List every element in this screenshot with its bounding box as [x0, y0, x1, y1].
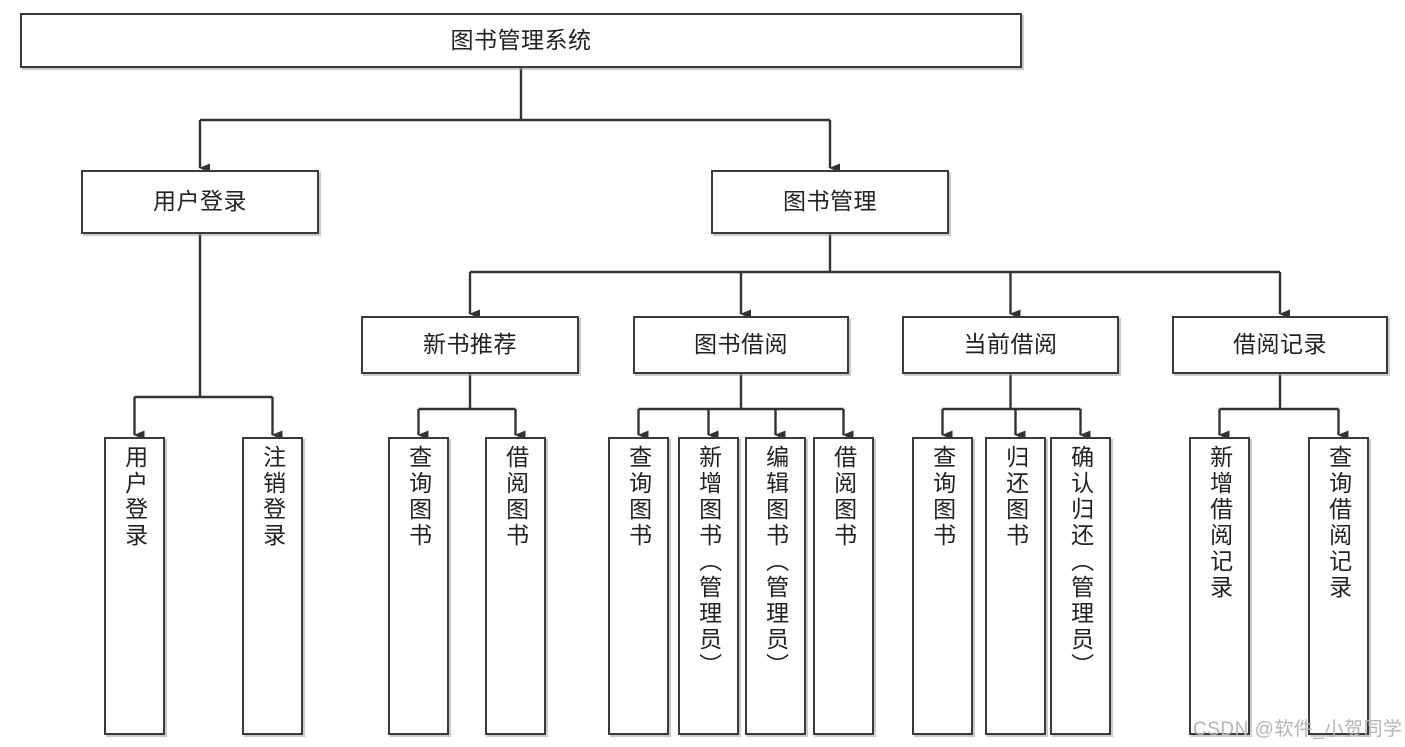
node-user-login-label: 用户登录 — [153, 188, 247, 215]
node-leaf-logout-label: 注销登录 — [259, 445, 286, 549]
node-borrow-record[interactable]: 借阅记录 — [1172, 316, 1388, 374]
node-leaf-borrow-book-2-label: 借阅图书 — [830, 445, 857, 549]
node-leaf-user-login-label: 用户登录 — [121, 445, 148, 549]
node-leaf-query-book-3-label: 查询图书 — [929, 445, 956, 549]
node-book-manage[interactable]: 图书管理 — [711, 170, 949, 234]
watermark: CSDN @软件_小贺同学 — [1193, 719, 1403, 740]
node-leaf-query-book-3[interactable]: 查询图书 — [912, 437, 973, 735]
node-leaf-query-book-1[interactable]: 查询图书 — [388, 437, 449, 735]
node-leaf-logout[interactable]: 注销登录 — [242, 437, 303, 735]
node-new-book-rec-label: 新书推荐 — [423, 331, 517, 358]
node-current-borrow-label: 当前借阅 — [963, 331, 1058, 358]
node-leaf-return-book[interactable]: 归还图书 — [985, 437, 1046, 735]
node-book-borrow-label: 图书借阅 — [694, 331, 788, 358]
node-leaf-user-login[interactable]: 用户登录 — [104, 437, 165, 735]
node-root[interactable]: 图书管理系统 — [20, 13, 1022, 68]
node-leaf-borrow-book-1[interactable]: 借阅图书 — [485, 437, 546, 735]
node-leaf-query-record-label: 查询借阅记录 — [1325, 445, 1352, 601]
node-leaf-edit-book[interactable]: 编辑图书（管理员） — [745, 437, 806, 735]
node-root-label: 图书管理系统 — [450, 26, 592, 53]
node-leaf-return-book-label: 归还图书 — [1002, 445, 1029, 549]
node-leaf-add-record[interactable]: 新增借阅记录 — [1189, 437, 1250, 735]
node-leaf-borrow-book-2[interactable]: 借阅图书 — [813, 437, 874, 735]
node-leaf-borrow-book-1-label: 借阅图书 — [502, 445, 529, 549]
node-leaf-query-book-2[interactable]: 查询图书 — [608, 437, 669, 735]
node-leaf-confirm-return-label: 确认归还（管理员） — [1067, 445, 1094, 679]
node-leaf-query-book-2-label: 查询图书 — [625, 445, 652, 549]
node-leaf-add-record-label: 新增借阅记录 — [1206, 445, 1233, 601]
node-leaf-query-book-1-label: 查询图书 — [405, 445, 432, 549]
node-borrow-record-label: 借阅记录 — [1233, 331, 1327, 358]
node-leaf-add-book-label: 新增图书（管理员） — [695, 445, 722, 679]
node-leaf-edit-book-label: 编辑图书（管理员） — [762, 445, 789, 679]
node-user-login[interactable]: 用户登录 — [81, 170, 319, 234]
node-book-borrow[interactable]: 图书借阅 — [633, 316, 849, 374]
node-leaf-add-book[interactable]: 新增图书（管理员） — [678, 437, 739, 735]
node-book-manage-label: 图书管理 — [783, 188, 877, 215]
node-leaf-confirm-return[interactable]: 确认归还（管理员） — [1050, 437, 1111, 735]
node-current-borrow[interactable]: 当前借阅 — [902, 316, 1119, 374]
node-leaf-query-record[interactable]: 查询借阅记录 — [1308, 437, 1369, 735]
node-new-book-rec[interactable]: 新书推荐 — [361, 316, 579, 374]
